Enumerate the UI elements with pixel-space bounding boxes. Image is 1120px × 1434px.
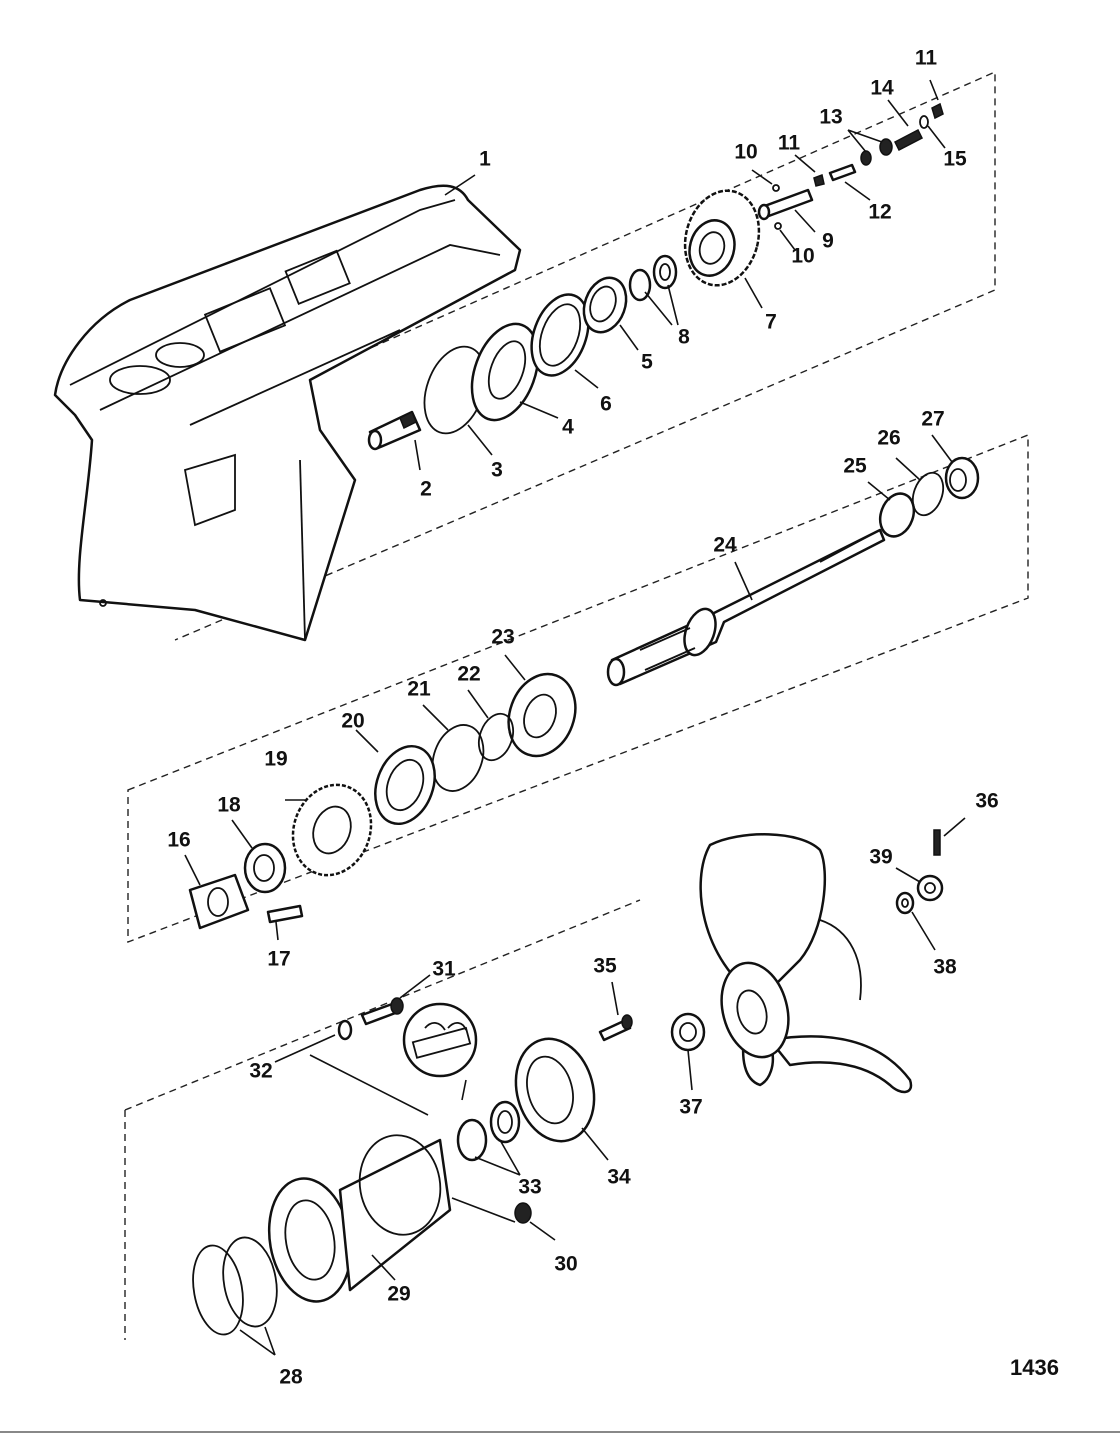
callout-7: 7 — [765, 311, 777, 334]
prop-washer — [895, 891, 915, 915]
callout-2: 2 — [420, 478, 432, 501]
callout-23: 23 — [491, 626, 514, 649]
callout-35: 35 — [593, 955, 617, 978]
callout-39: 39 — [869, 846, 892, 869]
bolt-washer — [337, 1019, 353, 1041]
carrier-ring-inner — [222, 1236, 278, 1328]
propeller — [699, 833, 913, 1094]
carrier-cover — [514, 1037, 596, 1143]
callout-14: 14 — [870, 77, 894, 100]
seal-detail-inset — [402, 1002, 478, 1101]
spring-nut-a — [860, 150, 872, 166]
callout-10-lower: 10 — [791, 245, 814, 268]
detent-spring — [893, 128, 924, 152]
cotter-pin — [933, 829, 941, 856]
prop-shaft-bearing — [944, 456, 980, 500]
forward-gear — [683, 189, 761, 287]
clutch-pin — [266, 904, 304, 924]
clutch-collar — [243, 842, 287, 894]
callout-10-upper: 10 — [734, 141, 757, 164]
thrust-washer — [431, 724, 485, 792]
anode-bolt — [598, 1014, 633, 1042]
callout-33: 33 — [518, 1176, 541, 1199]
ball-upper — [772, 184, 780, 192]
prop-shaft-group — [188, 456, 980, 930]
callout-18: 18 — [217, 794, 241, 817]
cross-pin — [828, 163, 857, 182]
oil-seals — [456, 1100, 521, 1162]
washer — [919, 115, 929, 129]
callout-5: 5 — [641, 351, 653, 374]
clutch-shaft — [757, 188, 814, 221]
carrier-prop-group — [192, 829, 944, 1336]
gear-housing — [53, 184, 522, 642]
callout-21: 21 — [407, 678, 431, 701]
callout-28: 28 — [279, 1366, 303, 1389]
callout-31: 31 — [432, 958, 456, 981]
prop-shaft-ring — [878, 492, 916, 538]
page-bottom-rule — [0, 1431, 1120, 1433]
callout-22: 22 — [457, 663, 480, 686]
ball-lower — [774, 222, 782, 230]
callout-3: 3 — [491, 459, 503, 482]
cam-follower — [367, 410, 422, 451]
thrust-ring — [530, 293, 590, 377]
callout-6: 6 — [600, 393, 612, 416]
callout-26: 26 — [877, 427, 900, 450]
figure-number: 1436 — [1010, 1355, 1059, 1380]
group-boundaries — [124, 70, 1029, 1340]
callout-25: 25 — [843, 455, 867, 478]
reverse-gear — [291, 783, 373, 877]
callout-32: 32 — [249, 1060, 272, 1083]
callout-11-middle: 11 — [778, 132, 801, 155]
bearing-carrier — [267, 1134, 452, 1303]
clip-middle — [813, 173, 825, 187]
callout-1: 1 — [479, 148, 491, 171]
callout-29: 29 — [387, 1283, 410, 1306]
thrust-bearing — [374, 744, 436, 826]
pinion-bearings — [628, 254, 678, 302]
callout-12: 12 — [868, 201, 891, 224]
shift-cam — [470, 322, 540, 422]
callout-27: 27 — [921, 408, 944, 431]
callout-38: 38 — [933, 956, 957, 979]
callout-36: 36 — [975, 790, 998, 813]
propeller-shaft — [606, 528, 886, 687]
carrier-ring-outer — [192, 1244, 244, 1336]
carrier-bolt — [360, 997, 404, 1026]
callout-8: 8 — [678, 326, 690, 349]
carrier-nut — [514, 1202, 532, 1224]
leader-lines — [184, 79, 966, 1356]
snap-ring — [911, 471, 945, 517]
callout-34: 34 — [607, 1166, 631, 1189]
callout-24: 24 — [713, 534, 737, 557]
shim — [477, 712, 515, 762]
callout-15: 15 — [943, 148, 967, 171]
callout-19: 19 — [264, 748, 287, 771]
callout-9: 9 — [822, 230, 834, 253]
callout-13: 13 — [819, 106, 842, 129]
callout-37: 37 — [679, 1096, 702, 1119]
callout-16: 16 — [167, 829, 190, 852]
thrust-hub — [670, 1012, 706, 1052]
callout-4: 4 — [562, 416, 574, 439]
clip-top — [931, 102, 944, 120]
spring-nut-b — [879, 138, 893, 156]
sliding-clutch — [188, 873, 250, 930]
callout-20: 20 — [341, 710, 364, 733]
callout-labels: 1 2 3 4 5 6 7 8 9 10 10 11 11 12 13 14 1… — [167, 47, 998, 1389]
top-row-parts — [367, 102, 944, 451]
reverse-gear-bearing — [507, 672, 577, 758]
callout-17: 17 — [267, 948, 290, 971]
needle-bearing — [582, 276, 628, 334]
callout-30: 30 — [554, 1253, 577, 1276]
callout-11-top: 11 — [915, 47, 938, 70]
prop-nut — [916, 874, 944, 902]
